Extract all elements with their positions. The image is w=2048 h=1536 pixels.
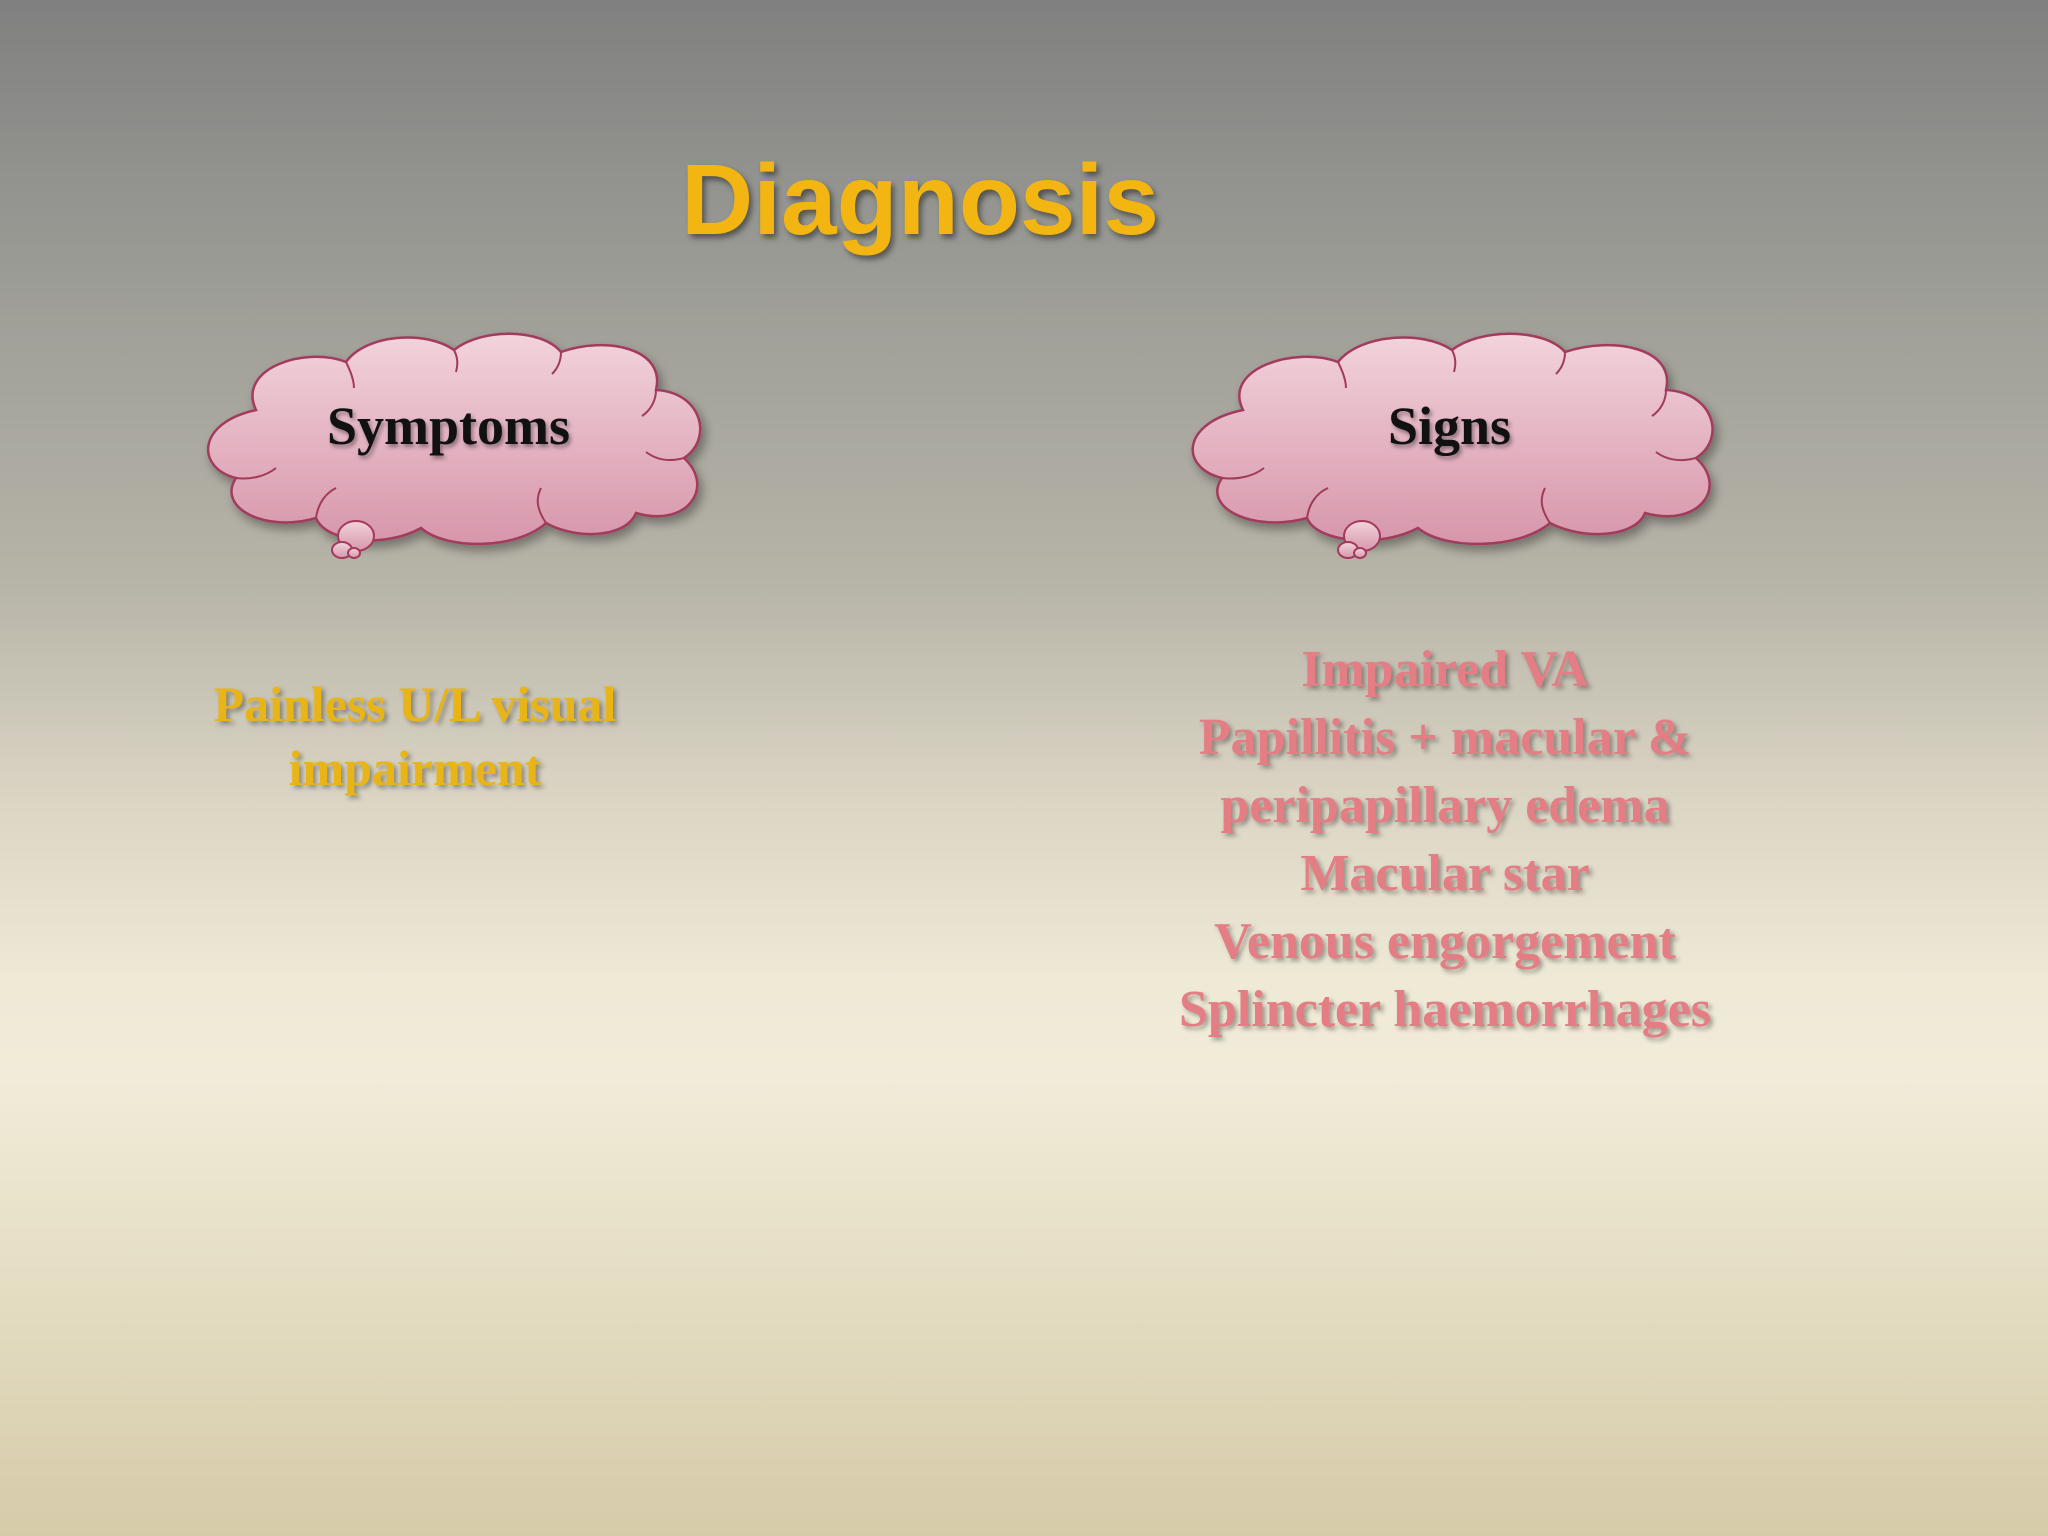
symptoms-cloud-callout: Symptoms [196,328,721,560]
symptoms-line: Painless U/L visual [213,676,617,732]
signs-list-item: Splincter haemorrhages [1179,981,1711,1038]
slide-title: Diagnosis [681,144,1159,256]
symptoms-heading: Symptoms [326,396,571,456]
signs-list-item: Impaired VA [1301,641,1589,698]
signs-list-item: Papillitis + macular & [1198,709,1692,766]
signs-list-item: Macular star [1300,845,1590,902]
signs-cloud-callout: Signs [1180,328,1735,560]
signs-cloud-shape [1191,332,1714,559]
symptoms-description: Painless U/L visual impairment [150,672,680,800]
symptoms-cloud-shape [206,332,702,559]
signs-heading: Signs [1387,396,1512,456]
symptoms-line: impairment [288,740,542,796]
signs-list-item: Venous engorgement [1214,913,1676,970]
signs-list-item: peripapillary edema [1220,777,1670,834]
signs-list: Impaired VA Papillitis + macular & perip… [1100,636,1790,1044]
